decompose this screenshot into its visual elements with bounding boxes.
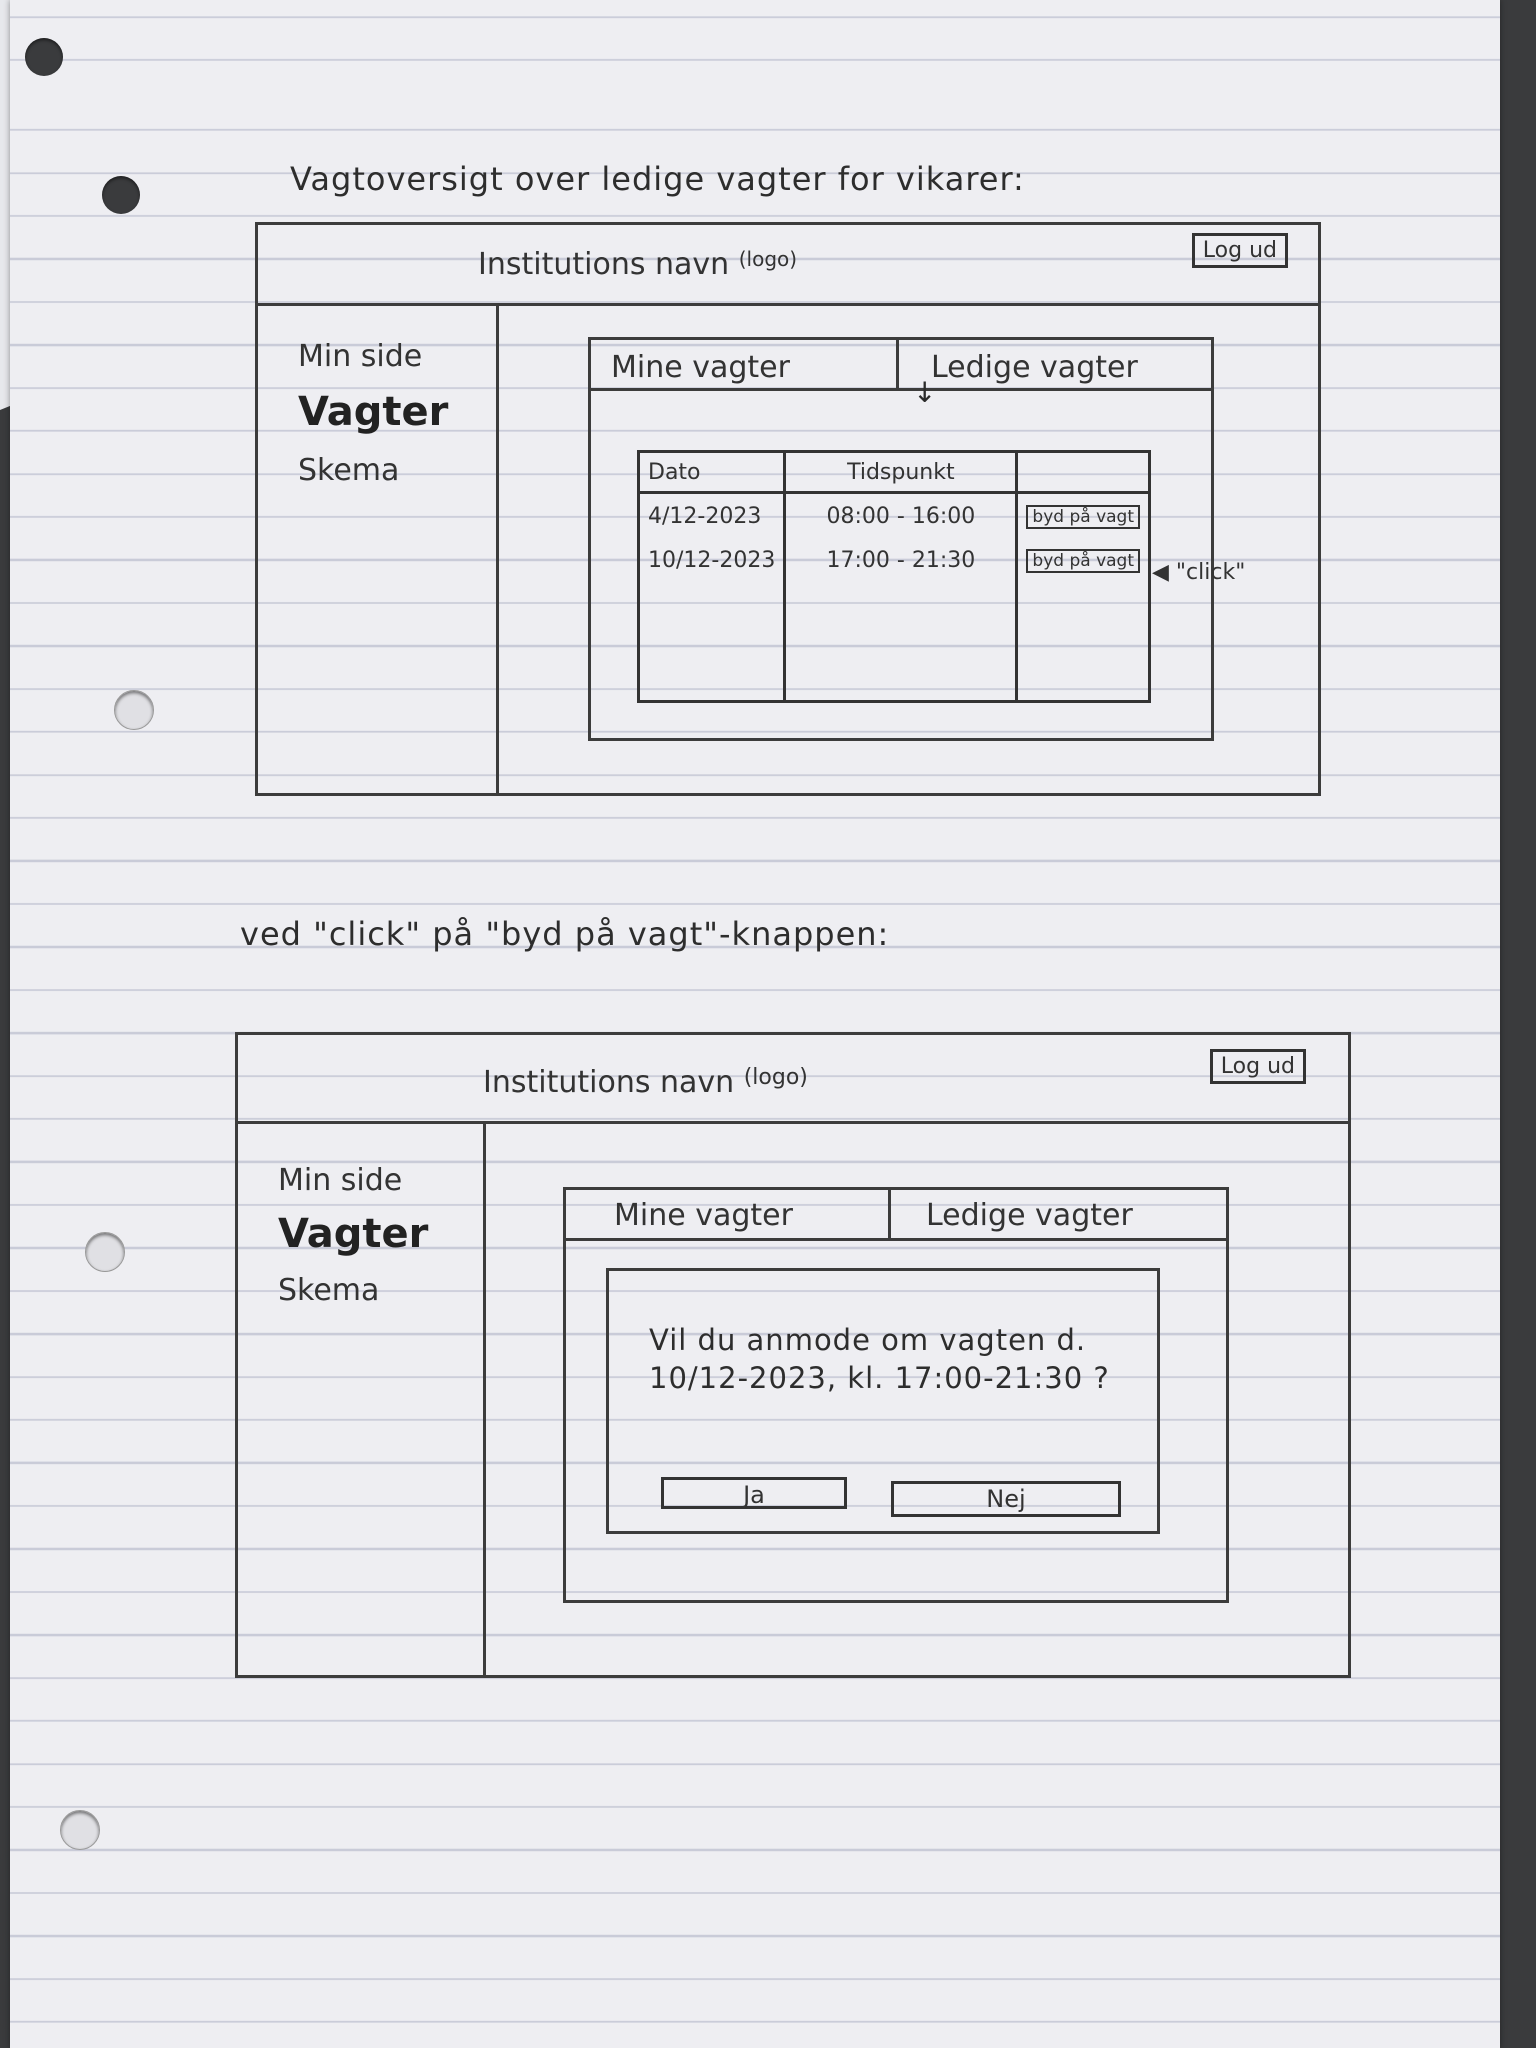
arrow-left-icon: ◀ [1152,560,1169,585]
logout-button[interactable]: Log ud [1191,233,1288,268]
app-header: Institutions navn (logo) Log ud [238,1035,1348,1124]
punch-hole [114,690,154,730]
institution-name-text: Institutions navn [483,1065,735,1100]
click-annotation-text: "click" [1175,560,1246,585]
shift-date: 10/12-2023 [636,538,787,582]
column-header-action [1015,451,1151,494]
sidebar: Min side Vagter Skema [258,303,499,793]
sidebar: Min side Vagter Skema [238,1121,486,1675]
sidebar-item-skema[interactable]: Skema [298,453,400,488]
table-header-row: Dato Tidspunkt [636,451,1151,494]
wireframe-window-available-shifts: Institutions navn (logo) Log ud Min side… [255,222,1321,796]
bid-on-shift-button[interactable]: byd på vagt [1026,505,1140,529]
table-row: 4/12-2023 08:00 - 16:00 byd på vagt [636,492,1151,538]
logo-placeholder: (logo) [738,247,798,271]
logo-placeholder: (logo) [743,1065,808,1090]
confirm-shift-dialog: Vil du anmode om vagten d. 10/12-2023, k… [606,1268,1160,1534]
shifts-panel: Mine vagter Ledige vagter ↓ Dato Tidspun… [588,337,1214,741]
wireframe-window-confirm-dialog: Institutions navn (logo) Log ud Min side… [235,1032,1351,1678]
shift-date: 4/12-2023 [636,492,787,538]
arrow-down-icon: ↓ [913,376,937,409]
shift-time: 17:00 - 21:30 [783,538,1019,582]
tab-divider [888,1190,891,1238]
bid-on-shift-button[interactable]: byd på vagt [1026,549,1140,573]
available-shifts-table: Dato Tidspunkt 4/12-2023 08:00 - 16:00 b… [636,450,1151,703]
notebook-paper [10,0,1500,2048]
table-row: 10/12-2023 17:00 - 21:30 byd på vagt [636,538,1151,582]
tab-mine-vagter[interactable]: Mine vagter [611,350,790,385]
punch-hole [102,176,140,214]
sidebar-item-min-side[interactable]: Min side [298,339,423,374]
tab-divider [896,340,899,388]
click-annotation: ◀ "click" [1152,560,1245,585]
institution-name-text: Institutions navn [478,247,730,282]
confirm-question: Vil du anmode om vagten d. 10/12-2023, k… [649,1323,1110,1395]
sidebar-item-min-side[interactable]: Min side [278,1163,403,1198]
tab-ledige-vagter[interactable]: Ledige vagter [926,1198,1133,1233]
tab-ledige-vagter[interactable]: Ledige vagter [931,350,1138,385]
punch-hole [60,1810,100,1850]
app-header: Institutions navn (logo) Log ud [258,225,1318,306]
no-button[interactable]: Nej [891,1481,1121,1517]
shifts-panel: Mine vagter Ledige vagter Vil du anmode … [563,1187,1229,1603]
logout-button[interactable]: Log ud [1209,1049,1306,1084]
column-header-time: Tidspunkt [783,451,1019,494]
shift-time: 08:00 - 16:00 [783,492,1019,538]
sidebar-item-skema[interactable]: Skema [278,1273,380,1308]
punch-hole [25,38,63,76]
tab-bar: Mine vagter Ledige vagter ↓ [591,340,1211,409]
tab-mine-vagter[interactable]: Mine vagter [614,1198,793,1233]
bottom-sketch-heading: ved "click" på "byd på vagt"-knappen: [240,915,890,953]
tab-bar: Mine vagter Ledige vagter [566,1190,1226,1241]
column-header-date: Dato [636,451,787,494]
institution-name: Institutions navn (logo) [483,1065,808,1100]
punch-hole [85,1232,125,1272]
shift-action-cell: byd på vagt [1015,538,1151,582]
shift-action-cell: byd på vagt [1015,492,1151,538]
table-empty-row [636,582,1151,702]
yes-button[interactable]: Ja [661,1477,847,1509]
sidebar-item-vagter[interactable]: Vagter [298,389,449,435]
sidebar-item-vagter[interactable]: Vagter [278,1211,429,1257]
top-sketch-heading: Vagtoversigt over ledige vagter for vika… [290,160,1025,198]
institution-name: Institutions navn (logo) [478,247,797,282]
